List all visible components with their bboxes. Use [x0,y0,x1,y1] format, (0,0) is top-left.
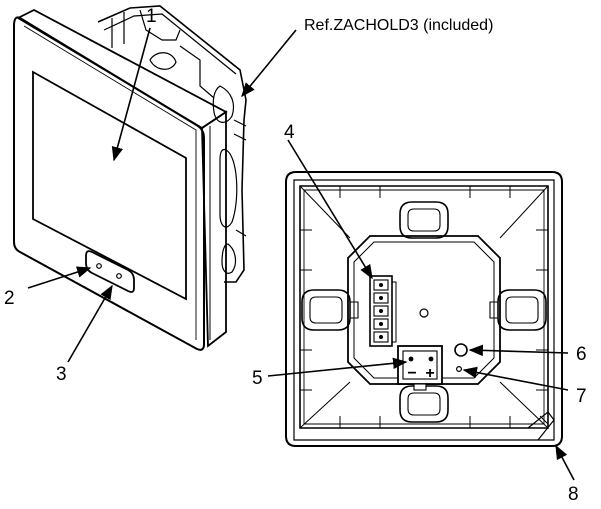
callout-6: 6 [576,344,587,365]
terminal-block [369,275,397,347]
slot-left [301,289,351,331]
bus-connector: − + [397,345,443,391]
callout-4: 4 [284,122,295,143]
thermostat-device [13,8,228,351]
led-right [116,273,122,279]
slot-top [399,201,449,239]
display-screen [32,70,187,301]
device-front-face [13,16,205,351]
wall-bracket [97,5,247,283]
programming-led [456,366,463,373]
callout-8: 8 [568,484,579,505]
slot-bottom [399,385,449,423]
programming-button [454,343,468,357]
led-left [96,263,102,269]
callout-1: 1 [146,6,157,27]
callout-5: 5 [252,368,263,389]
callout-leaders [27,27,575,481]
slot-right [497,289,547,331]
led-window [85,250,135,293]
rear-base: − + [285,171,563,447]
central-housing [347,235,501,385]
callout-3: 3 [56,364,67,385]
reference-label: Ref.ZACHOLD3 (included) [304,17,493,34]
polarity-minus: − [407,365,416,382]
callout-2: 2 [4,288,15,309]
base-outer-frame [285,171,563,447]
polarity-plus: + [425,365,434,382]
callout-7: 7 [576,386,587,407]
